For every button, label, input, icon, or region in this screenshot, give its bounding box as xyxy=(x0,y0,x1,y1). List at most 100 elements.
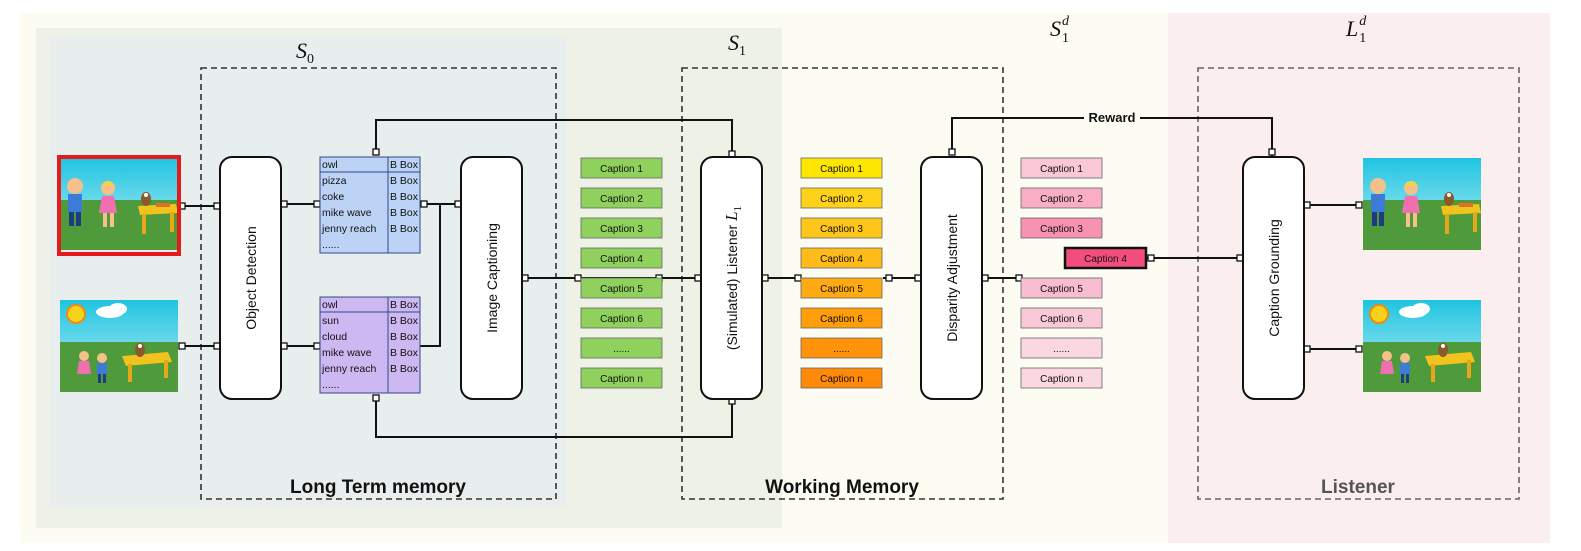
bbox-label: B Box xyxy=(390,207,419,219)
caption-box: Caption 4 xyxy=(580,247,663,269)
bbox-label: B Box xyxy=(390,223,419,235)
object-name: mike wave xyxy=(322,347,372,359)
caption-label: Caption 6 xyxy=(820,314,863,325)
target-scene-image xyxy=(57,155,181,256)
bbox-label: B Box xyxy=(390,299,419,311)
caption-label: Caption 1 xyxy=(1040,164,1083,175)
bbox-label: B Box xyxy=(390,347,419,359)
caption-box: Caption 4 xyxy=(800,247,883,269)
caption-box: Caption 5 xyxy=(580,277,663,299)
object-name: owl xyxy=(322,299,338,311)
caption-label: ...... xyxy=(833,344,850,355)
distractor-scene-image xyxy=(59,299,179,393)
reward-label: Reward xyxy=(1089,110,1136,125)
listener-dashed-box xyxy=(1197,67,1520,500)
svg-text:Object Detection: Object Detection xyxy=(243,226,259,330)
listener-scene-image-2 xyxy=(1362,299,1482,393)
caption-label: Caption 1 xyxy=(820,164,863,175)
caption-box: Caption 1 xyxy=(800,157,883,179)
caption-label: Caption 2 xyxy=(820,194,863,205)
bbox-label: B Box xyxy=(390,191,419,203)
svg-text:Caption Grounding: Caption Grounding xyxy=(1266,219,1282,337)
caption-label: Caption 1 xyxy=(600,164,643,175)
caption-box: ...... xyxy=(800,337,883,359)
caption-box: Caption 2 xyxy=(1020,187,1103,209)
selected-caption: Caption 4 xyxy=(1063,246,1148,270)
svg-text:Caption 4: Caption 4 xyxy=(1084,254,1127,265)
caption-label: Caption n xyxy=(1040,374,1083,385)
caption-label: Caption 4 xyxy=(600,254,643,265)
object-name: jenny reach xyxy=(321,363,376,375)
caption-label: Caption 3 xyxy=(1040,224,1083,235)
caption-label: Caption 3 xyxy=(600,224,643,235)
object-name: pizza xyxy=(322,175,347,187)
caption-box: ...... xyxy=(1020,337,1103,359)
caption-box: Caption 3 xyxy=(800,217,883,239)
simulated-listener-module: (Simulated) ListenerL1 xyxy=(700,156,763,400)
caption-box: Caption 2 xyxy=(580,187,663,209)
object-name: ...... xyxy=(322,239,340,251)
object-name: coke xyxy=(322,191,344,203)
caption-box: Caption n xyxy=(580,367,663,389)
object-table: owl B Box pizza B Box coke B Box mike wave B Bo… xyxy=(319,156,421,254)
s0-dashed-box xyxy=(200,67,557,500)
listener-region xyxy=(1168,13,1550,543)
caption-box: Caption n xyxy=(800,367,883,389)
caption-label: ...... xyxy=(1053,344,1070,355)
object-name: jenny reach xyxy=(321,223,376,235)
caption-label: Caption 6 xyxy=(600,314,643,325)
caption-box: Caption 6 xyxy=(800,307,883,329)
object-name: cloud xyxy=(322,331,347,343)
object-tables: owl B Box pizza B Box coke B Box mike wave B Bo… xyxy=(319,156,421,394)
caption-label: Caption 2 xyxy=(600,194,643,205)
caption-box: Caption 1 xyxy=(580,157,663,179)
object-name: sun xyxy=(322,315,339,327)
caption-label: Caption 5 xyxy=(600,284,643,295)
caption-box: Caption n xyxy=(1020,367,1103,389)
connector-ports xyxy=(178,148,1363,405)
bbox-label: B Box xyxy=(390,175,419,187)
disparity-adjustment-module: Disparity Adjustment xyxy=(920,156,983,400)
caption-label: Caption n xyxy=(600,374,643,385)
bbox-label: B Box xyxy=(390,159,419,171)
caption-box: Caption 2 xyxy=(800,187,883,209)
s1-dashed-box xyxy=(681,67,1004,500)
caption-label: Caption 6 xyxy=(1040,314,1083,325)
caption-box: Caption 6 xyxy=(1020,307,1103,329)
s0-label: S0 xyxy=(296,38,314,67)
caption-box: Caption 1 xyxy=(1020,157,1103,179)
svg-text:Image Captioning: Image Captioning xyxy=(484,223,500,333)
object-table: owl B Box sun B Box cloud B Box mike wave B Box… xyxy=(319,296,421,394)
object-detection-module: Object Detection xyxy=(219,156,282,400)
caption-label: Caption 5 xyxy=(1040,284,1083,295)
caption-box: ...... xyxy=(580,337,663,359)
object-name: mike wave xyxy=(322,207,372,219)
caption-box: Caption 3 xyxy=(1020,217,1103,239)
long-term-memory-label: Long Term memory xyxy=(290,477,466,498)
object-name: owl xyxy=(322,159,338,171)
image-captioning-module: Image Captioning xyxy=(460,156,523,400)
bbox-label: B Box xyxy=(390,331,419,343)
caption-label: ...... xyxy=(613,344,630,355)
caption-label: Caption 5 xyxy=(820,284,863,295)
caption-label: Caption n xyxy=(820,374,863,385)
caption-label: Caption 2 xyxy=(1040,194,1083,205)
bbox-label: B Box xyxy=(390,315,419,327)
caption-box: Caption 5 xyxy=(800,277,883,299)
caption-box: Caption 3 xyxy=(580,217,663,239)
listener-scene-image-1 xyxy=(1363,158,1481,250)
caption-columns: Caption 1 Caption 2 Caption 3 Caption 4 Capt… xyxy=(580,157,1103,389)
svg-text:Disparity Adjustment: Disparity Adjustment xyxy=(944,214,960,342)
listener-label: Listener xyxy=(1321,477,1396,498)
caption-label: Caption 4 xyxy=(820,254,863,265)
object-name: ...... xyxy=(322,379,340,391)
caption-label: Caption 3 xyxy=(820,224,863,235)
working-memory-label: Working Memory xyxy=(765,477,919,498)
caption-box: Caption 5 xyxy=(1020,277,1103,299)
bbox-label: B Box xyxy=(390,363,419,375)
caption-grounding-module: Caption Grounding xyxy=(1242,156,1305,400)
